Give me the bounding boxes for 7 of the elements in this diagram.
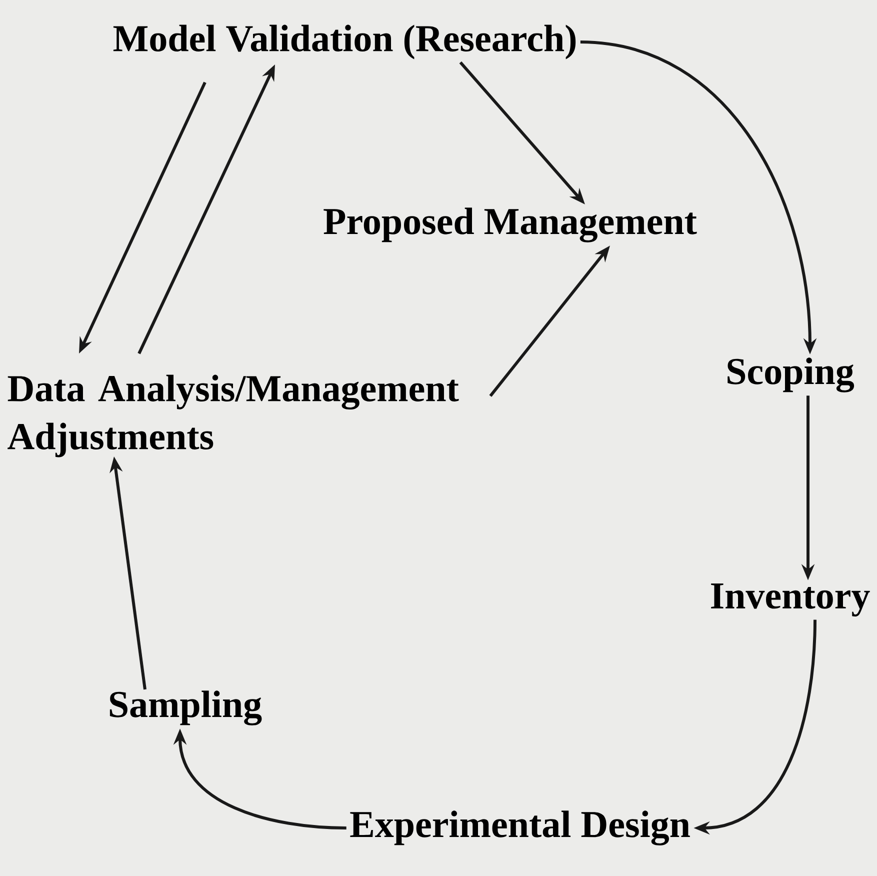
node-label: Sampling <box>110 690 262 726</box>
node-label: Data Analysis/Management Adjustments <box>8 374 459 458</box>
node-label: Proposed Management <box>324 208 697 242</box>
node-label: Scoping <box>728 358 854 392</box>
node-label: Model Validation (Research) <box>113 24 576 60</box>
node-label: Inventory <box>711 583 870 617</box>
node-label: Experimental Design <box>350 810 690 846</box>
